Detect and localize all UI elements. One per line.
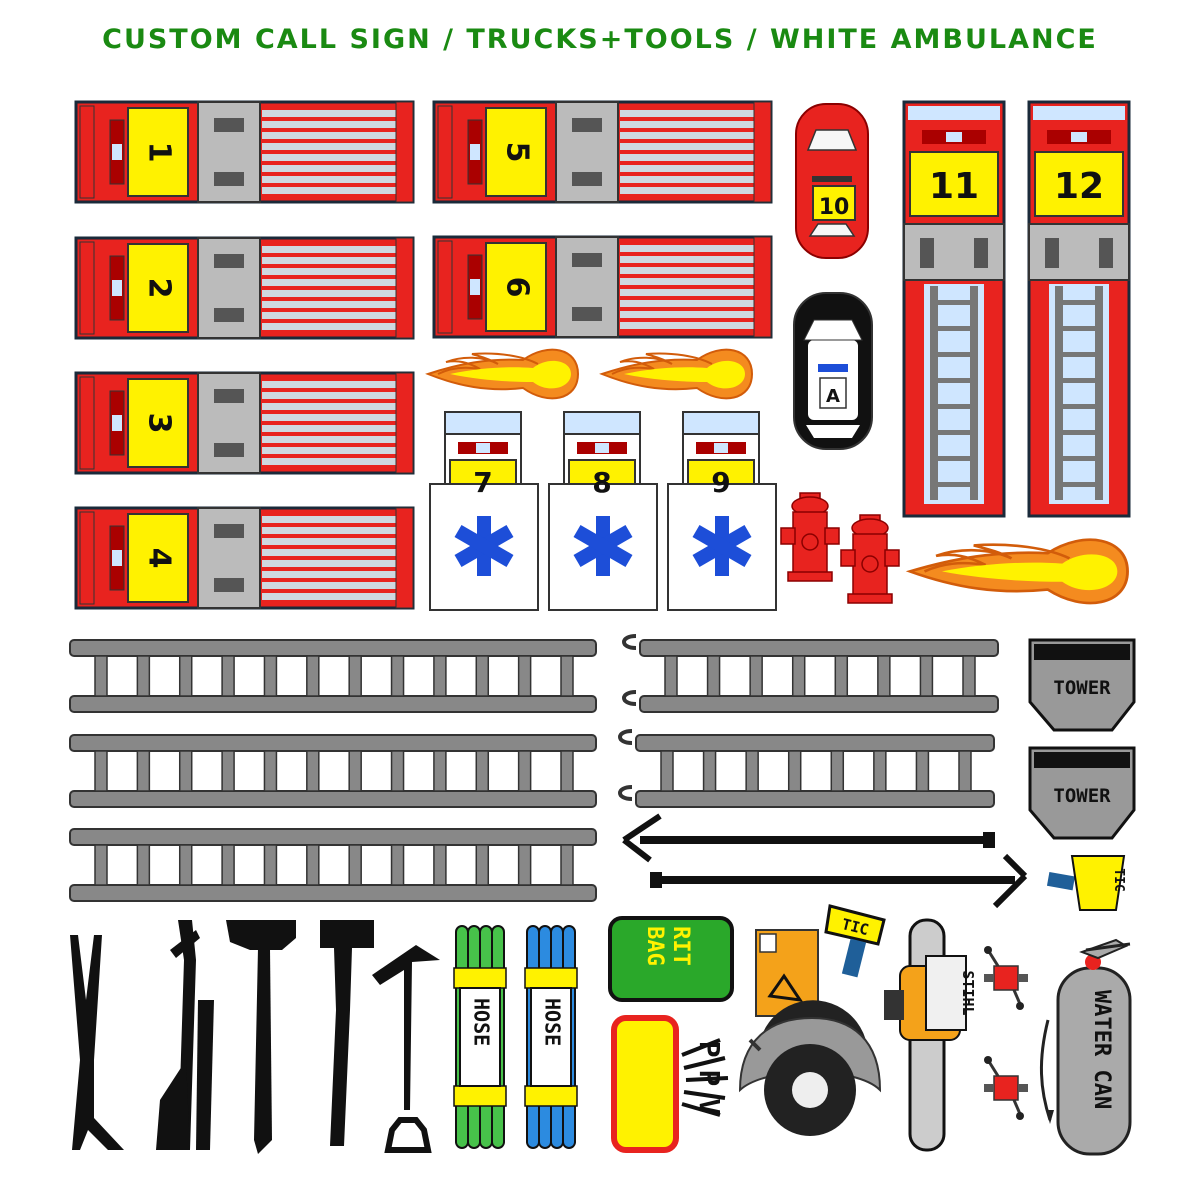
hose-label: HOSE [470,998,494,1046]
ambulance-number: 7 [473,466,492,499]
hydrant-icon [840,514,900,604]
d-handle-pike-icon [372,945,440,1153]
hose-bundle-icon: HOSE [524,925,578,1149]
rit-bag-label-1: RIT [668,926,693,966]
maul-icon [320,920,374,1146]
engine-number: 5 [500,142,535,163]
rit-bag-label-2: BAG [642,926,667,966]
tic-label: TIC [1111,868,1126,891]
ambulance-icon: 9 [667,411,777,611]
engine-number: 3 [142,413,177,434]
ladder-truck-number: 11 [929,166,979,207]
police-car-label: A [826,386,840,407]
pike-pole-icon [622,813,995,863]
engine-number: 4 [142,548,177,569]
tower-badge-icon: TOWER [1028,638,1136,732]
ambulance-number: 8 [592,466,611,499]
star-of-life-icon [454,516,514,576]
rescue-saw-icon [738,929,882,1136]
ppv-fan-icon: PPV [611,1015,729,1153]
police-car-icon: A [793,292,873,450]
ambulance-icon: 7 [429,411,539,611]
roof-ladder-icon [618,729,995,808]
ladder-icon [69,734,597,808]
ambulance-icon: 8 [548,411,658,611]
thermal-camera-icon: TIC [1046,855,1126,911]
ladder-truck-icon: 11 [902,100,1006,518]
water-can-label: WATER CAN [1089,990,1114,1109]
fire-engine-icon: 5 [432,100,773,204]
pike-pole-icon [650,853,1028,909]
fireball-icon [908,538,1129,605]
page-title: CUSTOM CALL SIGN / TRUCKS+TOOLS / WHITE … [102,24,1098,55]
hydrant-icon [780,492,840,582]
fire-engine-icon: 1 [74,100,415,204]
chainsaw-icon: STIHL [884,918,977,1152]
ladder-trucks-group: 11 12 [902,100,1131,518]
hose-bundle-icon: HOSE [453,925,507,1149]
tower-badge-icon: TOWER [1028,746,1136,840]
pike-hook-icon [156,920,214,1150]
roof-ladder-icon [622,634,999,713]
fire-engine-icon: 2 [74,236,415,340]
star-of-life-icon [692,516,752,576]
ladder-truck-icon: 12 [1027,100,1131,518]
engine-number: 6 [500,277,535,298]
ambulances-group: 7 8 9 [429,411,777,611]
rit-bag-icon: RIT BAG [608,916,734,1002]
chief-car-icon: 10 [795,103,869,259]
engine-number: 2 [142,278,177,299]
fire-extinguisher-icon: WATER CAN [1039,938,1132,1156]
hose-label: HOSE [541,998,565,1046]
fire-engine-icon: 3 [74,371,415,475]
hoses-group: HOSE HOSE [453,925,578,1149]
ppv-label: PPV [693,1041,726,1128]
ladder-icon [69,828,597,902]
fire-engine-icon: 6 [432,235,773,339]
fire-engine-icon: 4 [74,506,415,610]
ambulance-number: 9 [711,466,730,499]
spreader-tool-icon [982,944,1030,1012]
star-of-life-icon [573,516,633,576]
fireball-icon [601,348,753,400]
spreader-tool-icon [982,1054,1030,1122]
tower-label: TOWER [1053,677,1111,699]
thermal-camera-icon: TIC [824,904,886,978]
engine-number: 1 [142,142,177,163]
ladder-icon [69,639,597,713]
ladders-group [69,634,999,902]
engines-group: 1 2 3 4 5 6 [74,100,773,610]
halligan-icon [70,935,124,1150]
chainsaw-brand: STIHL [959,970,977,1015]
tower-label: TOWER [1053,785,1111,807]
tower-badges-group: TOWER TOWER [1028,638,1136,840]
ladder-truck-number: 12 [1054,166,1104,207]
axe-icon [226,920,296,1154]
fireball-icon [427,348,579,400]
chief-car-number: 10 [819,195,850,220]
